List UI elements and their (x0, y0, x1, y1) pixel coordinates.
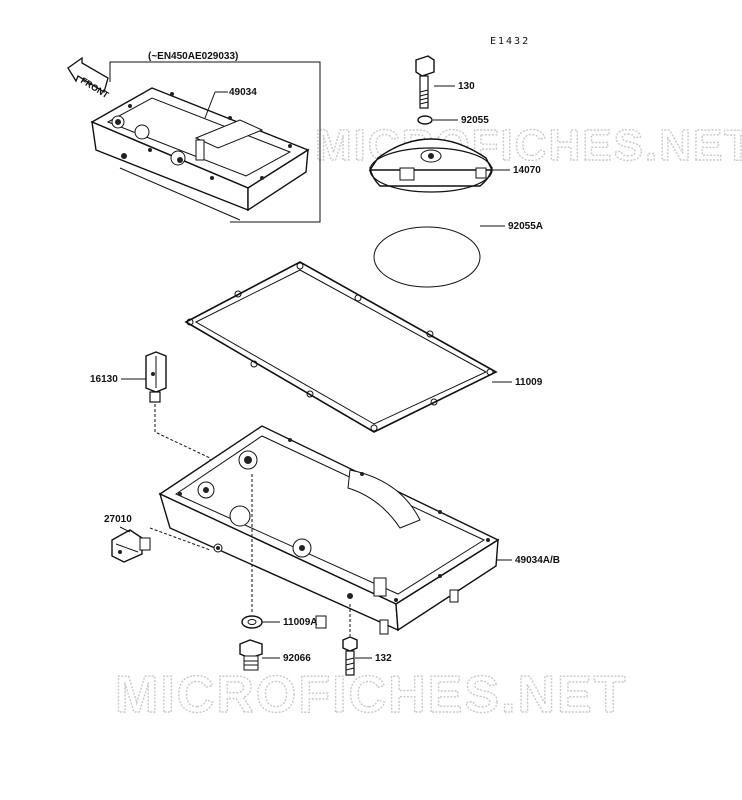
part-label-11009A: 11009A (283, 617, 317, 628)
front-arrow-icon: FRONT (67, 56, 111, 100)
washer-92055 (417, 115, 433, 125)
oil-pan-main (158, 425, 500, 635)
oil-pan-early (90, 87, 310, 221)
bolt-132 (342, 636, 358, 676)
assembly-line-27010 (149, 527, 211, 551)
leader-27010 (119, 526, 131, 533)
drain-plug-92066 (239, 639, 263, 671)
part-label-92055: 92055 (461, 115, 489, 126)
o-ring-92055A (373, 226, 481, 288)
part-label-92066: 92066 (283, 653, 311, 664)
part-label-49034AB: 49034A/B (515, 555, 560, 566)
part-label-132: 132 (375, 653, 392, 664)
bolt-130 (415, 55, 435, 109)
part-label-11009: 11009 (515, 377, 543, 388)
part-label-27010: 27010 (104, 514, 132, 525)
fitting-16130 (145, 351, 167, 403)
part-label-92055A: 92055A (508, 221, 543, 232)
inset-early-oil-pan: (~EN450AE029033) FRONT (67, 51, 321, 223)
oil-pressure-switch-27010 (111, 529, 151, 563)
gasket-11009 (184, 261, 498, 433)
part-label-14070: 14070 (513, 165, 541, 176)
part-label-130: 130 (458, 81, 475, 92)
washer-11009A (241, 615, 263, 629)
part-label-49034: 49034 (229, 87, 257, 98)
inset-caption: (~EN450AE029033) (148, 51, 238, 62)
inset-bracket (109, 61, 321, 223)
part-label-16130: 16130 (90, 374, 118, 385)
watermark-bottom: MICROFICHES.NET (115, 666, 627, 724)
cover-14070 (368, 138, 494, 193)
diagram-code: E1432 (490, 36, 530, 47)
